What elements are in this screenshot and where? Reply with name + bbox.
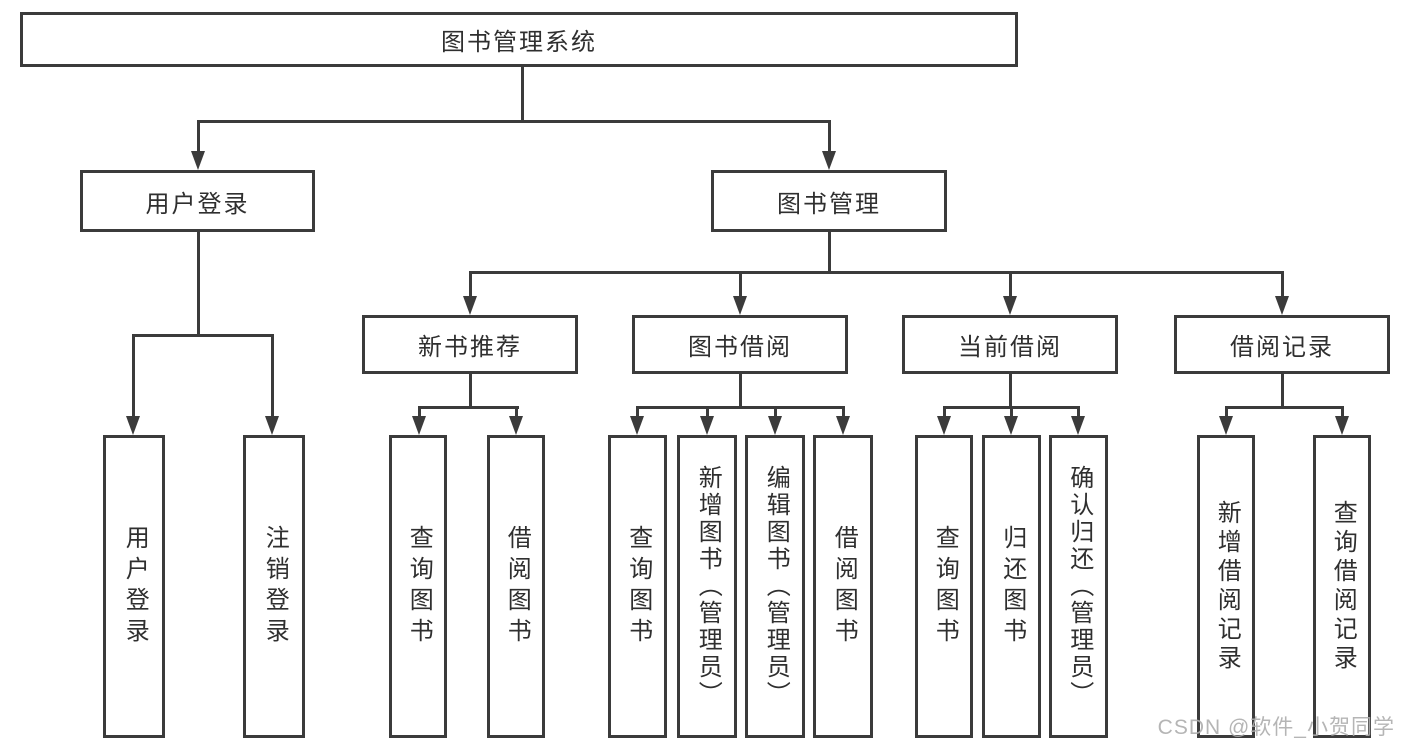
csdn-watermark: CSDN @软件_小贺同学	[1157, 716, 1395, 739]
node-current-borrow: 当前借阅	[902, 315, 1118, 374]
connector-line	[197, 120, 831, 123]
leaf-user-login-label: 用户登录	[121, 524, 149, 649]
leaf-borrow-edit-books: 编辑图书（管理员）	[745, 435, 805, 738]
leaf-borrow-add-books: 新增图书（管理员）	[677, 435, 737, 738]
leaf-borrow-add-books-label: 新增图书（管理员）	[694, 465, 722, 708]
connector-line	[271, 334, 274, 418]
arrowhead-down-icon	[463, 296, 477, 315]
node-root: 图书管理系统	[20, 12, 1018, 67]
leaf-current-confirm-return-label: 确认归还（管理员）	[1065, 465, 1093, 708]
arrowhead-down-icon	[1004, 416, 1018, 435]
node-new-book-recommend-label: 新书推荐	[418, 334, 522, 361]
leaf-borrow-borrow-books: 借阅图书	[813, 435, 873, 738]
connector-line	[197, 232, 200, 336]
connector-line	[132, 334, 135, 418]
leaf-borrow-borrow-books-label: 借阅图书	[830, 524, 858, 649]
arrowhead-down-icon	[700, 416, 714, 435]
connector-line	[1281, 374, 1284, 409]
node-book-management-label: 图书管理	[777, 190, 881, 218]
leaf-current-query-books-label: 查询图书	[931, 524, 959, 649]
leaf-borrow-edit-books-label: 编辑图书（管理员）	[762, 465, 790, 708]
connector-line	[1077, 406, 1080, 419]
connector-line	[197, 120, 200, 153]
connector-line	[1010, 406, 1013, 419]
connector-line	[469, 271, 472, 298]
connector-line	[636, 406, 639, 419]
leaf-borrow-query-books-label: 查询图书	[624, 524, 652, 649]
arrowhead-down-icon	[1003, 296, 1017, 315]
leaf-logout-label: 注销登录	[261, 524, 289, 649]
leaf-current-return-books: 归还图书	[982, 435, 1041, 738]
connector-line	[739, 374, 742, 409]
connector-line	[828, 232, 831, 274]
arrowhead-down-icon	[733, 296, 747, 315]
leaf-record-query: 查询借阅记录	[1313, 435, 1371, 738]
connector-line	[1009, 374, 1012, 409]
arrowhead-down-icon	[1071, 416, 1085, 435]
connector-line	[706, 406, 709, 419]
leaf-logout: 注销登录	[243, 435, 305, 738]
connector-line	[1341, 406, 1344, 419]
connector-line	[842, 406, 845, 419]
leaf-current-query-books: 查询图书	[915, 435, 973, 738]
leaf-borrow-query-books: 查询图书	[608, 435, 667, 738]
connector-line	[1281, 271, 1284, 298]
node-current-borrow-label: 当前借阅	[958, 334, 1062, 361]
arrowhead-down-icon	[126, 416, 140, 435]
leaf-record-query-label: 查询借阅记录	[1329, 499, 1357, 674]
arrowhead-down-icon	[191, 151, 205, 170]
node-root-label: 图书管理系统	[441, 29, 597, 56]
leaf-record-add: 新增借阅记录	[1197, 435, 1255, 738]
arrowhead-down-icon	[836, 416, 850, 435]
arrowhead-down-icon	[768, 416, 782, 435]
node-user-login-label: 用户登录	[145, 190, 250, 218]
arrowhead-down-icon	[412, 416, 426, 435]
connector-line	[418, 406, 421, 419]
leaf-rec-borrow-books-label: 借阅图书	[503, 524, 531, 649]
node-user-login: 用户登录	[80, 170, 315, 232]
arrowhead-down-icon	[265, 416, 279, 435]
leaf-rec-borrow-books: 借阅图书	[487, 435, 545, 738]
connector-line	[828, 120, 831, 153]
connector-line	[774, 406, 777, 419]
leaf-current-return-books-label: 归还图书	[998, 524, 1026, 649]
node-new-book-recommend: 新书推荐	[362, 315, 578, 374]
leaf-current-confirm-return: 确认归还（管理员）	[1049, 435, 1108, 738]
connector-line	[636, 406, 845, 409]
arrowhead-down-icon	[1219, 416, 1233, 435]
leaf-record-add-label: 新增借阅记录	[1213, 499, 1241, 674]
connector-line	[1225, 406, 1344, 409]
node-borrow-records-label: 借阅记录	[1230, 334, 1334, 361]
arrowhead-down-icon	[1335, 416, 1349, 435]
connector-line	[943, 406, 946, 419]
connector-line	[521, 67, 524, 123]
arrowhead-down-icon	[937, 416, 951, 435]
arrowhead-down-icon	[1275, 296, 1289, 315]
connector-line	[1225, 406, 1228, 419]
leaf-rec-query-books: 查询图书	[389, 435, 447, 738]
connector-line	[418, 406, 519, 409]
node-book-borrow-label: 图书借阅	[688, 334, 792, 361]
node-borrow-records: 借阅记录	[1174, 315, 1390, 374]
arrowhead-down-icon	[630, 416, 644, 435]
leaf-user-login: 用户登录	[103, 435, 165, 738]
connector-line	[469, 374, 472, 409]
node-book-borrow: 图书借阅	[632, 315, 848, 374]
arrowhead-down-icon	[509, 416, 523, 435]
leaf-rec-query-books-label: 查询图书	[405, 524, 433, 649]
node-book-management: 图书管理	[711, 170, 947, 232]
arrowhead-down-icon	[822, 151, 836, 170]
connector-line	[469, 271, 1284, 274]
connector-line	[1009, 271, 1012, 298]
connector-line	[515, 406, 518, 419]
connector-line	[132, 334, 274, 337]
connector-line	[739, 271, 742, 298]
